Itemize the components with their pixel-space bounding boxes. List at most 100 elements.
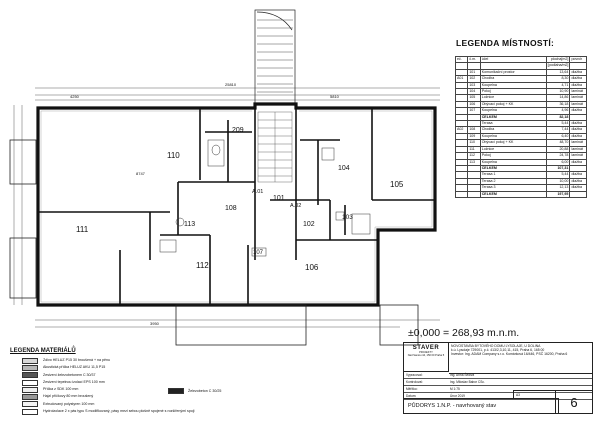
central-stair [257,111,293,183]
title-block-key: Kontroloval: [406,380,423,384]
company-sub: PROJEKTY [419,351,433,354]
material-item: Příčka z SDK 100 mm [22,386,222,393]
cell-name: Koupelna [479,158,547,166]
terraces [9,139,419,346]
cell-num: 107 [467,107,481,115]
material-swatch [22,408,38,415]
dim-2: 5810 [330,94,340,99]
cell-area: 6,40 [545,132,571,141]
dim-4: 3950 [150,321,160,326]
drawing-name: PŮDORYS 1.N.P. - navrhovaný stav [404,398,559,413]
cell-area: 107,31 [545,164,571,173]
material-item: Akustická příčka HELUZ AKU 11,5 P15 [22,364,222,371]
cell-area: 20,88 [545,145,571,154]
header-purpose: účel [479,55,547,64]
material-swatch [22,357,38,364]
title-block-value: M 1:75 [450,387,460,391]
cell-surface: dlažba [569,81,587,90]
cell-name: Pokoj [479,152,547,160]
cell-surface [569,164,587,173]
dim-overall: 25810 [225,82,237,87]
cell-num: 101 [467,68,481,77]
room-209: 209 [232,127,244,134]
material-swatch [22,372,38,379]
cell-area: 10,00 [545,177,571,186]
materials-extra-swatch [168,388,184,394]
material-label: Zesivení železobetonem C 30/37 [43,372,96,377]
cell-num: 105 [467,94,481,102]
cell-num [467,184,481,192]
room-113: 113 [184,221,195,228]
title-block-value: Únor 2019 [450,394,465,398]
material-item: Zdivo HELUZ P15 30 broušená + na pěnu [22,357,222,364]
cell-name: Obývací pokoj + KK [479,100,547,109]
material-item: Zesivení tepelnou izolací EPS 100 mm [22,379,222,386]
cell-num [467,190,481,198]
subheader-area-unit: [podlaha/m2] [545,62,571,70]
cell-surface: dlažba [569,107,587,115]
cell-surface: dlažba [569,126,587,134]
cell-surface: laminát [569,139,587,147]
cell-area: 5,44 [545,171,571,179]
material-swatch [22,364,38,371]
material-swatch [22,401,38,408]
header-surface: povrch [569,55,587,64]
cell-num: 113 [467,158,481,166]
table-header-row: eč. č.m. účel plocha[m2] povrch [454,55,587,64]
material-swatch [22,394,38,401]
cell-num: 109 [467,132,481,141]
cell-name: CELKEM [479,190,547,198]
project-info: NOVOSTAVBA BYTOVÉHO DOMU LYSOLAJE, U DOL… [449,343,592,374]
title-block-row: Kontroloval:Ing. Miloslav Babor CSc. [404,379,592,386]
cell-name: Komunikační prostor [479,68,547,77]
room-106: 106 [305,263,319,272]
material-item: Hajzl příčkovy 80 mm broušený [22,393,222,401]
room-108: 108 [225,205,237,212]
cell-num: 111 [467,145,481,154]
cell-surface: dlažba [569,68,587,77]
cell-num: 106 [467,100,481,109]
cell-name: Koupelna [479,132,547,141]
cell-surface: dlažba [569,171,587,179]
room-a02: A.02 [290,203,301,209]
company-name: STAVER [412,345,440,351]
material-swatch [22,379,38,386]
cell-name: CELKEM [479,164,547,173]
cell-surface: dlažba [569,177,587,186]
sheet-format: A3 [513,390,556,399]
cell-area: 6,00 [545,158,571,166]
cell-name: Terasa 2 [479,177,547,186]
project-line: NOVOSTAVBA BYTOVÉHO DOMU LYSOLAJE, U DOL… [451,344,541,348]
dimension-labels: 25810 4250 5810 8747 3950 [70,82,340,326]
title-block-row: Měřítko:M 1:75 [404,386,592,393]
cell-surface: laminát [569,94,587,102]
header-number: č.m. [467,55,481,64]
title-block: STAVER PROJEKTY Nad Santou 44, 150 00 Pr… [403,342,593,414]
project-line: k.ú. Lysolaje 729001, p.č. 413/2,3,10,11… [451,348,545,353]
cell-surface: dlažba [569,184,587,192]
cell-num [467,171,481,179]
interior-walls [38,108,435,305]
material-item: Hydroizolace 2 x pás typu S modifikovaný… [22,408,222,415]
cell-name: Terasa 3 [479,184,547,192]
company-address: Nad Santou 44, 150 00 Praha 5 [407,354,445,357]
material-item: Extrudovaný polystyren 100 mm [22,401,222,408]
room-legend-title: LEGENDA MÍSTNOSTÍ: [456,38,555,48]
title-block-key: Datum: [406,394,417,398]
cell-num: 102 [467,75,481,83]
cell-num [467,177,481,186]
room-labels: 110 209 104 105 111 113 108 101 102 103 … [76,127,404,272]
cell-area: 7,44 [545,126,571,134]
cell-area: 24,78 [545,152,571,160]
cell-num: 112 [467,152,481,160]
cell-num: 104 [467,87,481,96]
